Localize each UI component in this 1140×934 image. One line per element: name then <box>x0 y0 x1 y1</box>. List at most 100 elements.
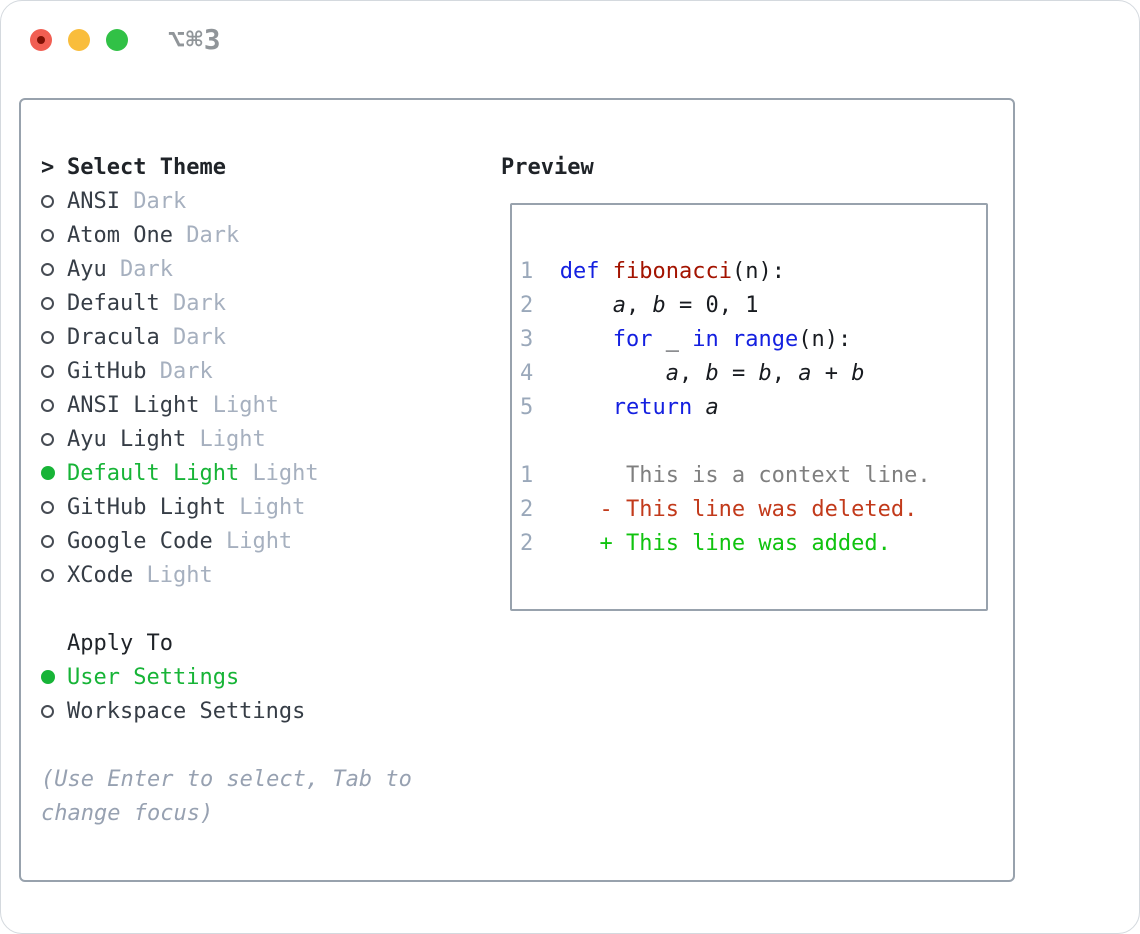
spacer-char <box>160 321 173 355</box>
theme-option-ansi[interactable]: ANSI Dark <box>41 185 491 219</box>
theme-option-ayu-light[interactable]: Ayu Light Light <box>41 423 491 457</box>
line-number: 2 <box>520 293 534 318</box>
code-token: , <box>625 293 653 318</box>
theme-option-xcode[interactable]: XCode Light <box>41 559 491 593</box>
apply-option-name: Workspace Settings <box>67 699 306 724</box>
theme-name: Dracula <box>67 325 160 350</box>
line-number: 3 <box>520 327 534 352</box>
line-number: 4 <box>520 361 534 386</box>
spacer-char <box>107 253 120 287</box>
code-line: 3 for _ in range(n): <box>520 323 986 357</box>
code-token: (n): <box>731 259 785 284</box>
window-title: ⌥⌘3 <box>168 23 222 56</box>
hint-line: (Use Enter to select, Tab to <box>41 767 412 792</box>
theme-name: GitHub Light <box>67 495 226 520</box>
theme-option-github-light[interactable]: GitHub Light Light <box>41 491 491 525</box>
theme-option-default[interactable]: Default Dark <box>41 287 491 321</box>
code-token: - This line was deleted. <box>559 497 918 522</box>
code-token: return <box>612 395 693 420</box>
spacer-char <box>160 287 173 321</box>
apply-option-user-settings[interactable]: User Settings <box>41 661 491 695</box>
code-token: + This line was added. <box>559 531 891 556</box>
record-dot-icon <box>37 36 45 44</box>
code-token <box>692 391 705 425</box>
spacer <box>41 593 491 627</box>
code-token <box>560 323 613 357</box>
theme-option-github[interactable]: GitHub Dark <box>41 355 491 389</box>
theme-option-ansi-light[interactable]: ANSI Light Light <box>41 389 491 423</box>
code-token: a <box>612 293 626 318</box>
theme-variant: Light <box>199 427 266 452</box>
spacer-char <box>146 355 159 389</box>
spacer-char <box>186 423 199 457</box>
radio-wrap <box>41 525 67 559</box>
code-token: fibonacci <box>612 259 732 284</box>
theme-name: Atom One <box>67 223 173 248</box>
theme-option-google-code[interactable]: Google Code Light <box>41 525 491 559</box>
theme-option-ayu[interactable]: Ayu Dark <box>41 253 491 287</box>
theme-variant: Light <box>252 461 319 486</box>
code-token: range <box>731 327 799 352</box>
code-token: a <box>665 361 679 386</box>
theme-option-default-light[interactable]: Default Light Light <box>41 457 491 491</box>
radio-wrap <box>41 491 67 525</box>
line-number: 2 <box>520 531 534 556</box>
code-token: b <box>758 361 772 386</box>
code-token <box>719 323 732 357</box>
theme-option-atom-one[interactable]: Atom One Dark <box>41 219 491 253</box>
caret-prompt-icon: > <box>41 155 55 180</box>
theme-name: Ayu Light <box>67 427 187 452</box>
titlebar: ⌥⌘3 <box>1 1 1139 79</box>
code-line: 2 a, b = 0, 1 <box>520 289 986 323</box>
radio-icon <box>41 569 54 582</box>
theme-name: Default Light <box>67 461 240 486</box>
code-token: , <box>678 361 706 386</box>
code-token <box>560 357 666 391</box>
theme-name: GitHub <box>67 359 147 384</box>
radio-wrap <box>41 355 67 389</box>
radio-wrap <box>41 253 67 287</box>
theme-variant: Light <box>146 563 213 588</box>
apply-option-workspace-settings[interactable]: Workspace Settings <box>41 695 491 729</box>
spacer-char <box>133 559 146 593</box>
theme-name: XCode <box>67 563 134 588</box>
code-line: 2 - This line was deleted. <box>520 493 986 527</box>
code-token: b <box>652 293 666 318</box>
radio-icon <box>41 297 54 310</box>
line-number: 1 <box>520 259 534 284</box>
minimize-button[interactable] <box>68 29 90 51</box>
radio-icon <box>41 501 54 514</box>
code-token <box>599 255 612 289</box>
code-token <box>560 391 613 425</box>
radio-wrap <box>41 185 67 219</box>
apply-option-name: User Settings <box>67 665 240 690</box>
radio-icon <box>41 705 54 718</box>
radio-wrap <box>41 321 67 355</box>
radio-icon <box>41 399 54 412</box>
code-token: for <box>612 327 653 352</box>
theme-option-dracula[interactable]: Dracula Dark <box>41 321 491 355</box>
code-line: 4 a, b = b, a + b <box>520 357 986 391</box>
radio-selected-icon <box>41 466 55 480</box>
code-token: a <box>798 361 812 386</box>
spacer-char <box>239 457 252 491</box>
zoom-button[interactable] <box>106 29 128 51</box>
code-token: = 0, 1 <box>665 293 759 318</box>
line-number: 1 <box>520 463 534 488</box>
code-token <box>560 289 613 323</box>
preview-title: Preview <box>501 155 594 180</box>
spacer-char <box>213 525 226 559</box>
line-number: 2 <box>520 497 534 522</box>
code-line: 5 return a <box>520 391 986 425</box>
code-line: 2 + This line was added. <box>520 527 986 561</box>
code-token: This is a context line. <box>559 463 931 488</box>
radio-icon <box>41 229 54 242</box>
theme-variant: Dark <box>172 291 226 316</box>
close-button[interactable] <box>30 29 52 51</box>
spacer-char <box>199 389 212 423</box>
code-token: + <box>811 361 852 386</box>
